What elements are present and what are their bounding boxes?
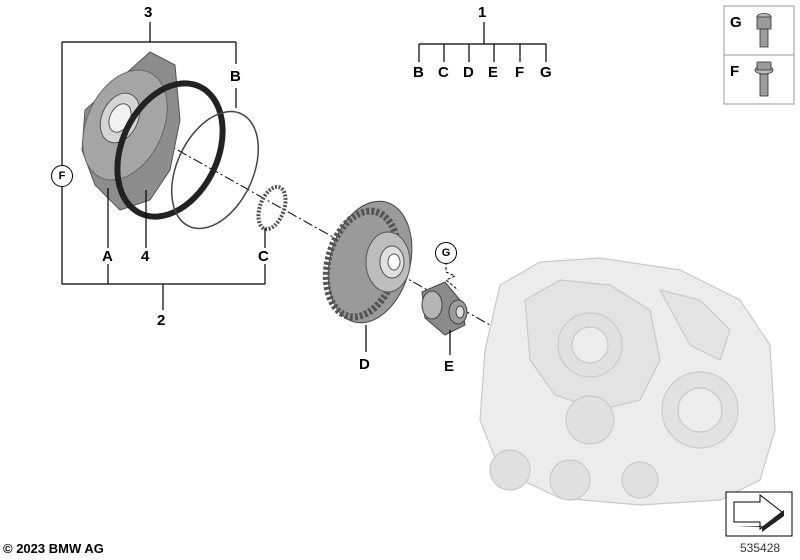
callout-1: 1: [478, 4, 487, 21]
hub-part-E: [421, 281, 468, 336]
thin-seal-ring-part-B: [170, 110, 260, 230]
callout-2: 2: [157, 312, 166, 329]
socket-bolt-icon: [756, 13, 772, 48]
diagram-reference-number: 535428: [740, 541, 781, 555]
flange-bolt-icon: [754, 61, 774, 97]
callout-C: C: [258, 248, 269, 265]
transmission-housing: [479, 257, 776, 506]
bearing-ring-part-C: [256, 184, 288, 232]
bracket-1-label-G: G: [540, 64, 552, 81]
bracket-3: [61, 22, 237, 165]
callout-3: 3: [144, 4, 153, 21]
legend-box: [723, 5, 795, 105]
bracket-1: [418, 22, 547, 62]
bracket-1-label-B: B: [413, 64, 424, 81]
bracket-1-label-F: F: [515, 64, 525, 81]
bracket-2: [61, 185, 266, 310]
callout-D: D: [359, 356, 370, 373]
copyright-text: © 2023 BMW AG: [3, 541, 104, 556]
circled-G-marker: G: [435, 242, 457, 264]
callout-4: 4: [141, 248, 150, 265]
bracket-1-label-E: E: [488, 64, 499, 81]
bracket-1-label-D: D: [463, 64, 474, 81]
callout-E: E: [444, 358, 455, 375]
view-direction-icon: [725, 491, 793, 537]
callout-B: B: [230, 68, 241, 85]
large-seal-ring-part-4: [114, 80, 226, 220]
bolt-G-leader: [445, 262, 459, 291]
circled-F-marker: F: [51, 165, 73, 187]
gear-part-D: [322, 200, 413, 324]
legend-label-G: G: [730, 14, 742, 31]
callout-A: A: [102, 248, 113, 265]
bracket-1-label-C: C: [438, 64, 449, 81]
legend-label-F: F: [730, 63, 740, 80]
